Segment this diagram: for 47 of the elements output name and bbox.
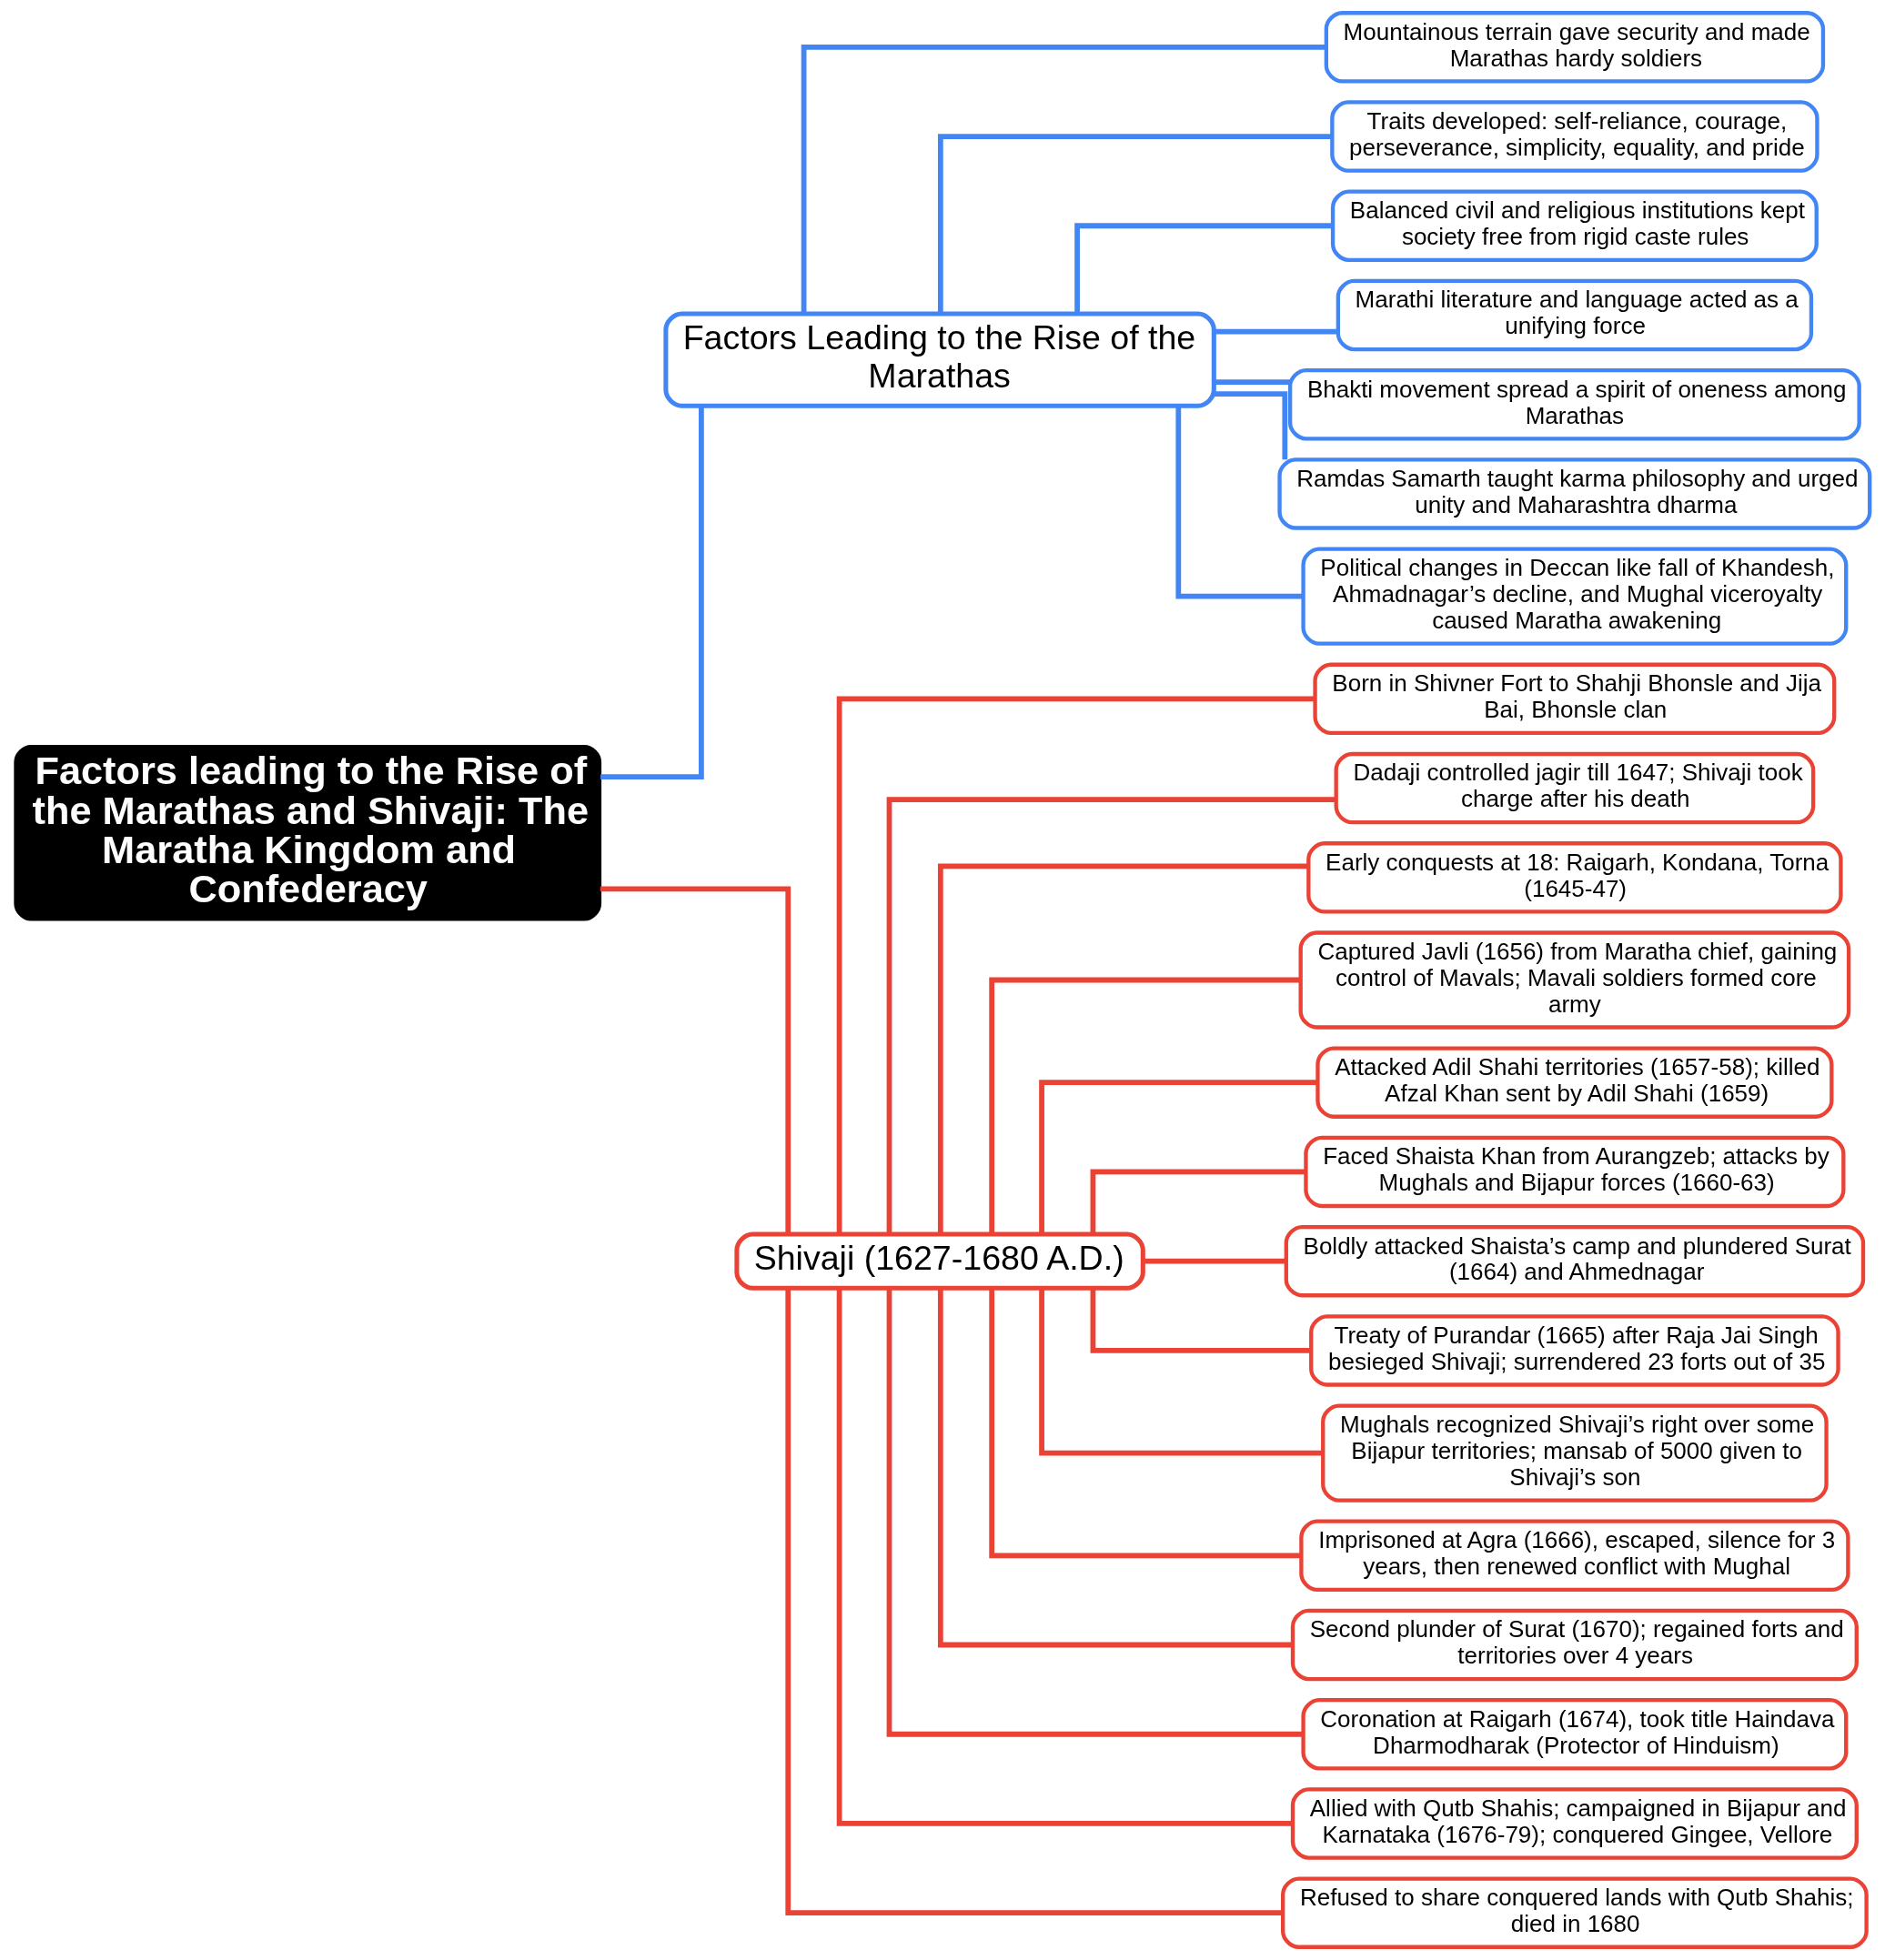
connector (1175, 406, 1304, 599)
connector (989, 977, 1301, 1234)
node-box: Bhakti movement spread a spirit of oneness among Marathas (1287, 368, 1861, 441)
connector (886, 797, 1336, 1234)
node-box: Balanced civil and religious institutions kept society free from rigid caste rules (1330, 189, 1819, 262)
node-box: Dadaji controlled jagir till 1647; Shivaji took charge after his death (1334, 751, 1816, 825)
node-box: Traits developed: self-reliance, courage, perseverance, simplicity, equality, and pride (1330, 100, 1819, 173)
node-box: Imprisoned at Agra (1666), escaped, silence for 3 years, then renewed conflict with Mughal (1299, 1519, 1850, 1592)
node-box: Shivaji (1627-1680 A.D.) (734, 1231, 1145, 1291)
node-box: Treaty of Purandar (1665) after Raja Jai Singh besieged Shivaji; surrendered 23 forts out of 35 (1309, 1314, 1840, 1387)
node-box: Coronation at Raigarh (1674), took title Haindava Dharmodharak (Protector of Hinduism) (1301, 1698, 1849, 1771)
node-box: Boldly attacked Shaista’s camp and plundered Surat (1664) and Ahmednagar (1284, 1224, 1866, 1298)
connector (785, 1288, 1284, 1916)
connector (600, 886, 791, 1234)
connector (1214, 328, 1338, 335)
connector (886, 1288, 1304, 1737)
connector (1039, 1288, 1323, 1456)
node-box: Ramdas Samarth taught karma philosophy and urged unity and Maharashtra dharma (1277, 457, 1872, 530)
connector (600, 406, 704, 779)
connector (836, 1288, 1293, 1826)
node-box: Faced Shaista Khan from Aurangzeb; attacks by Mughals and Bijapur forces (1660-63) (1304, 1135, 1846, 1209)
connector (1214, 379, 1291, 386)
node-box: Mughals recognized Shivaji’s right over some Bijapur territories; mansab of 5000 given to Shivaji’s son (1321, 1403, 1829, 1503)
node-box: Captured Javli (1656) from Maratha chief, gaining control of Mavals; Mavali soldiers formed core army (1298, 930, 1851, 1030)
node-box: Attacked Adil Shahi territories (1657-58); killed Afzal Khan sent by Adil Shahi (1659) (1315, 1046, 1834, 1119)
connector (937, 1288, 1293, 1648)
node-box: Born in Shivner Fort to Shahji Bhonsle and Jija Bai, Bhonsle clan (1313, 662, 1837, 736)
connector (1143, 1258, 1286, 1264)
node-box: Political changes in Deccan like fall of Khandesh, Ahmadnagar’s decline, and Mughal viceroyalty caused Maratha awakening (1301, 547, 1849, 646)
connector (1090, 1288, 1311, 1353)
node-box: Refused to share conquered lands with Qutb Shahis; died in 1680 (1281, 1876, 1869, 1949)
node-box: Factors leading to the Rise of the Marathas and Shivaji: The Maratha Kingdom and Confederacy (14, 744, 602, 921)
connector (1074, 223, 1333, 314)
connector (937, 863, 1309, 1234)
node-box: Factors Leading to the Rise of the Marathas (663, 311, 1216, 408)
connector (801, 44, 1326, 314)
node-box: Marathi literature and language acted as a unifying force (1336, 278, 1814, 352)
connector (989, 1288, 1302, 1559)
node-box: Mountainous terrain gave security and made Marathas hardy soldiers (1324, 11, 1826, 84)
connector (1039, 1080, 1318, 1234)
connector (937, 134, 1332, 314)
connector (1090, 1169, 1306, 1234)
node-box: Early conquests at 18: Raigarh, Kondana, Torna (1645-47) (1306, 841, 1843, 914)
connector (836, 696, 1315, 1234)
node-box: Second plunder of Surat (1670); regained forts and territories over 4 years (1290, 1608, 1859, 1682)
connector (1214, 391, 1288, 460)
node-box: Allied with Qutb Shahis; campaigned in Bijapur and Karnataka (1676-79); conquered Gingee, Vellore (1290, 1787, 1859, 1860)
